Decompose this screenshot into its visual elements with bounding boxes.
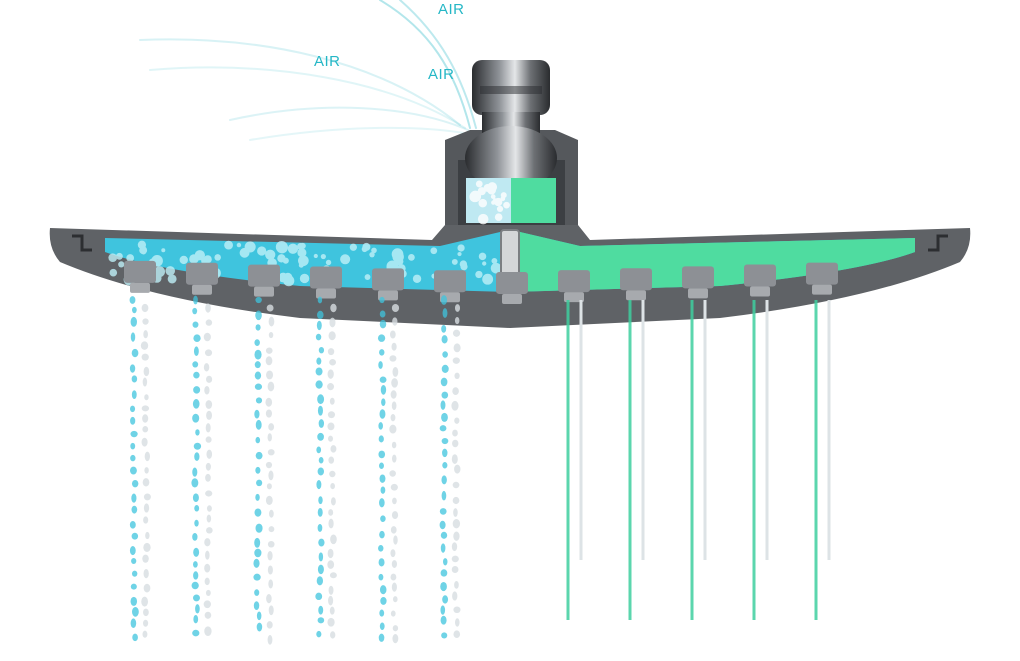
air-label-top: AIR <box>438 1 465 18</box>
laminar-stream <box>814 300 831 620</box>
aerated-stream <box>191 295 213 637</box>
laminar-water-streams <box>566 300 831 620</box>
air-label-left: AIR <box>314 53 341 70</box>
laminar-stream <box>566 300 583 620</box>
laminar-chamber <box>511 178 556 223</box>
air-flow-curves-icon <box>139 0 477 141</box>
ball-joint-connector-icon <box>465 60 557 190</box>
aerated-water-streams <box>129 295 461 645</box>
aerated-stream <box>439 295 461 639</box>
laminar-stream <box>752 300 769 620</box>
nozzle <box>186 262 218 295</box>
nozzle <box>806 262 838 295</box>
laminar-stream <box>690 300 707 620</box>
nozzle <box>744 264 776 297</box>
nozzle <box>496 271 528 304</box>
nozzle <box>310 266 342 299</box>
aerated-stream <box>377 296 400 644</box>
aerated-stream <box>253 296 275 645</box>
air-label-center: AIR <box>428 66 455 83</box>
nozzle <box>558 270 590 303</box>
laminar-stream <box>628 300 645 620</box>
nozzle-row <box>124 260 838 304</box>
aerated-stream <box>315 296 337 639</box>
nozzle <box>682 266 714 299</box>
nozzle <box>124 260 156 293</box>
nozzle <box>620 268 652 301</box>
aerated-stream <box>129 296 151 642</box>
nozzle <box>248 264 280 297</box>
